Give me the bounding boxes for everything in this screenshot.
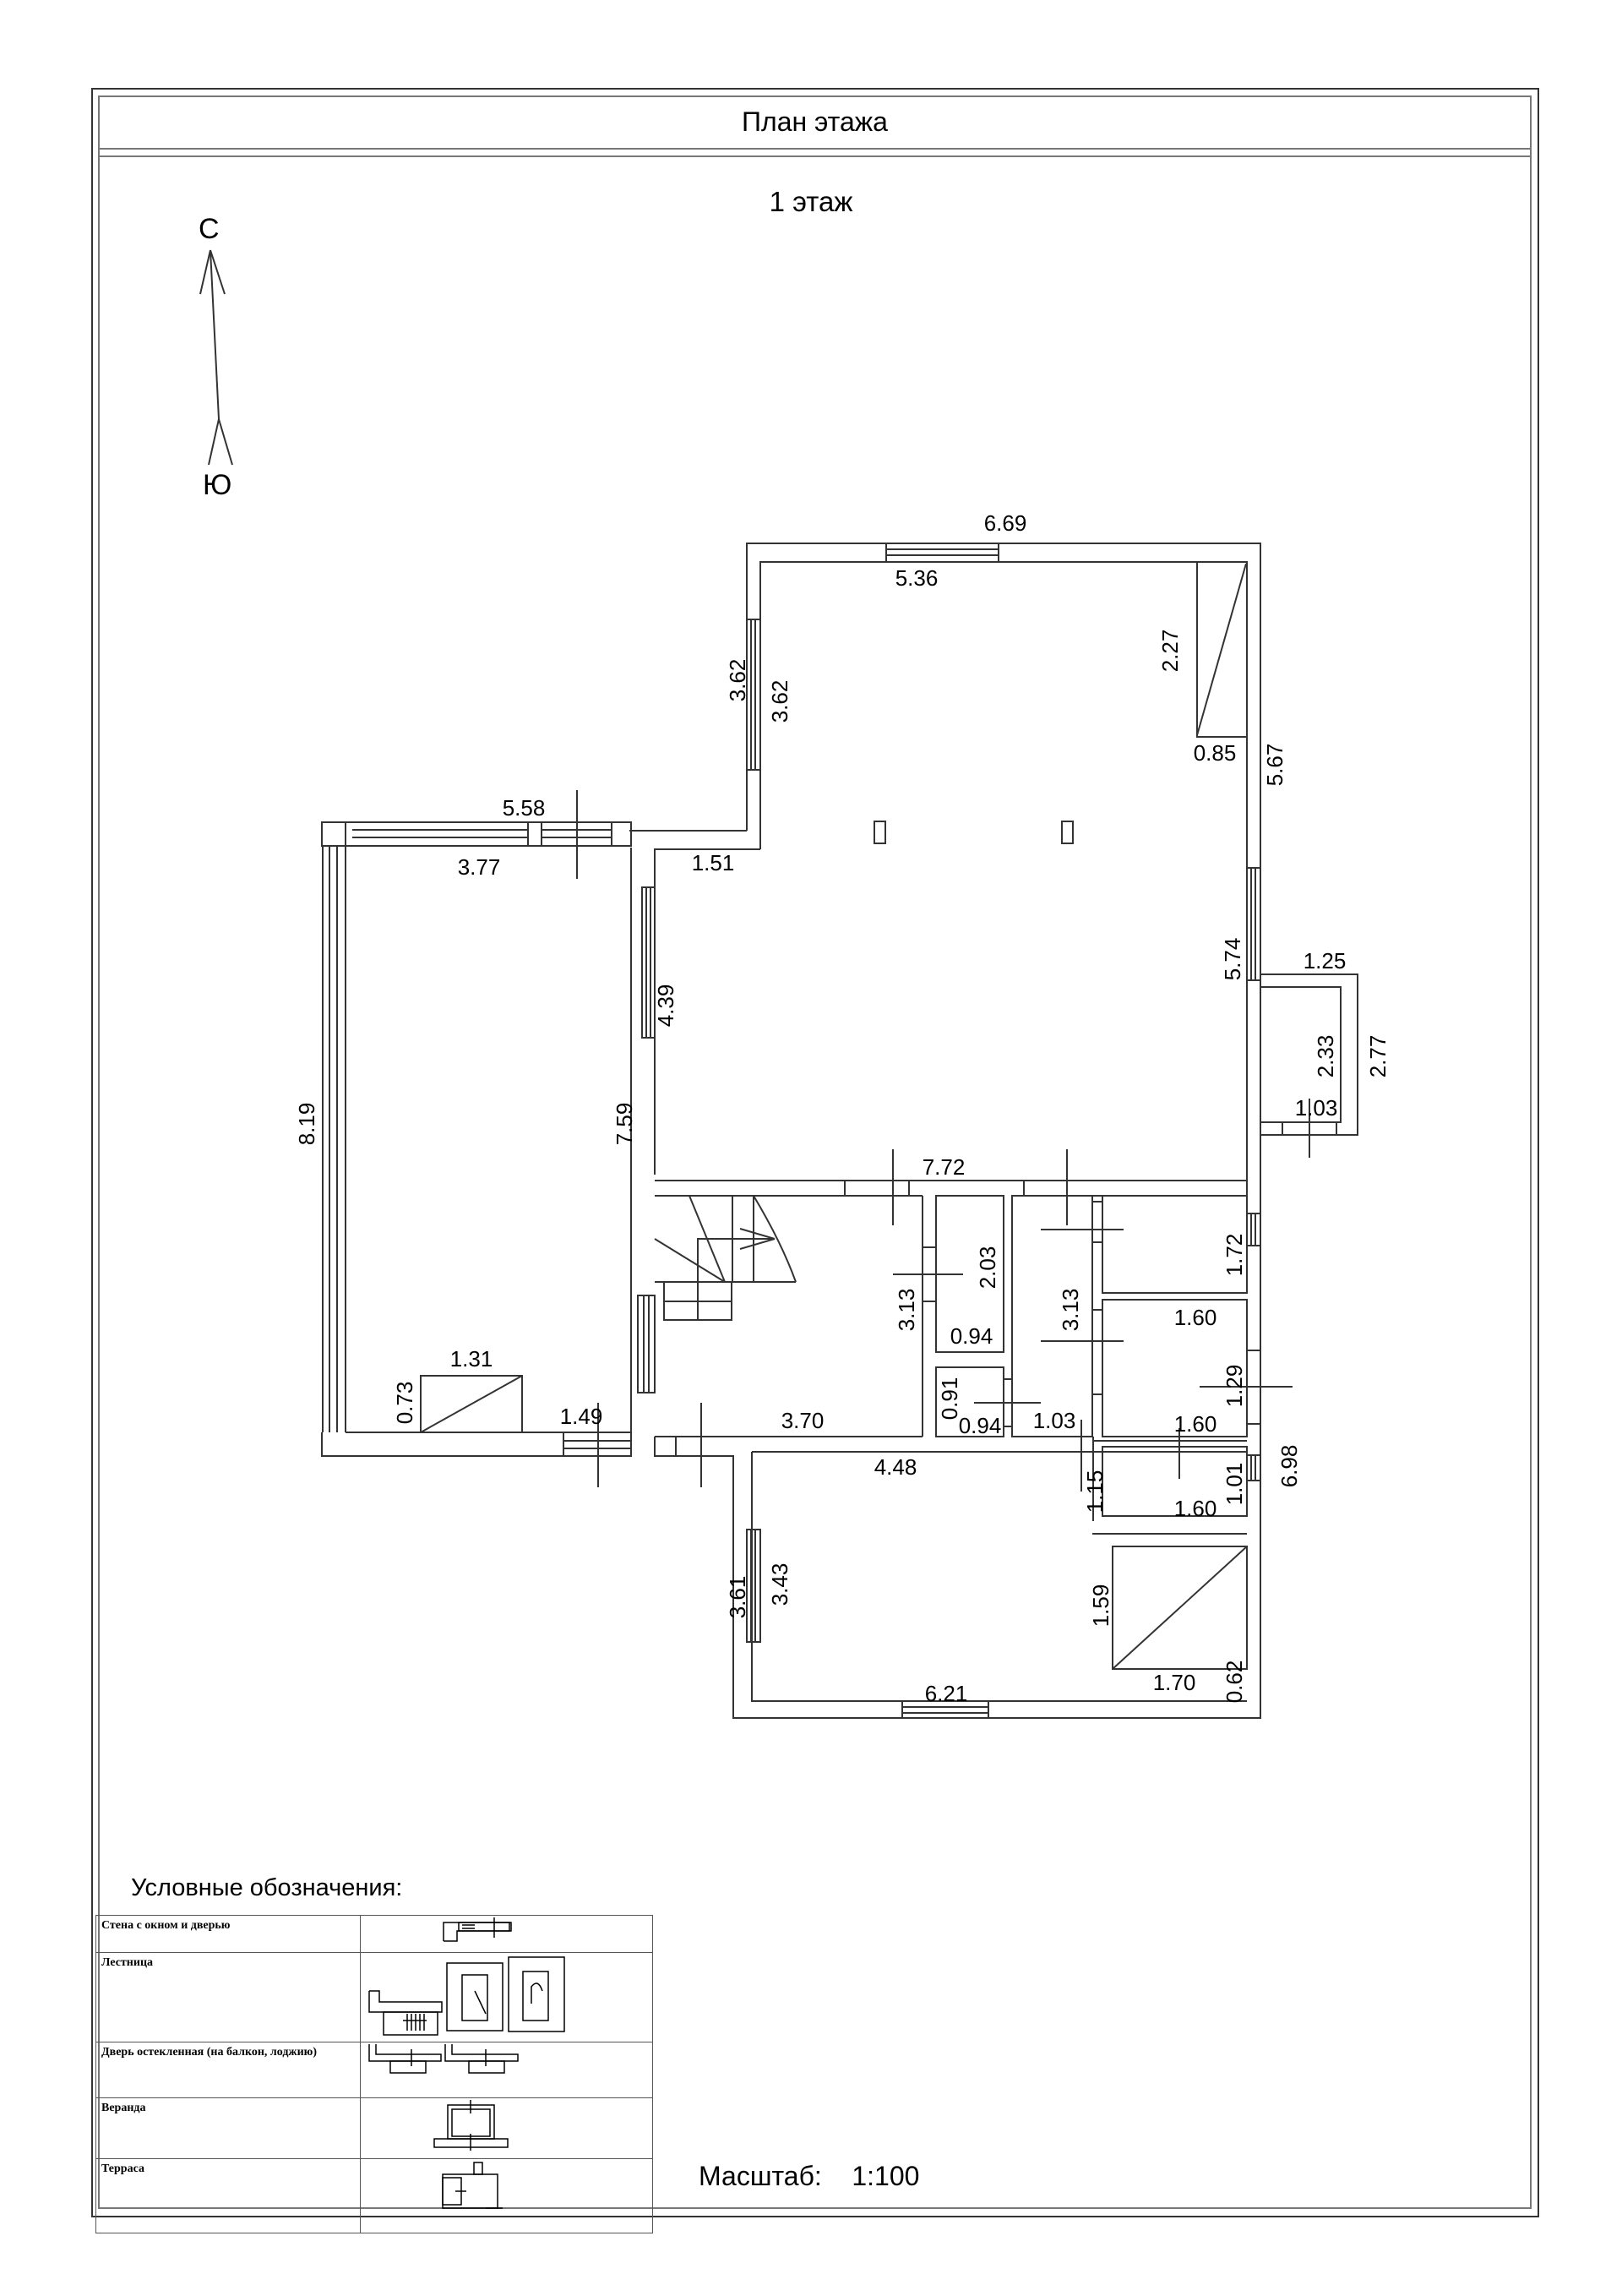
dim-main-hall-west-inner: 3.62 — [767, 680, 792, 723]
dim-south-room-top: 4.48 — [874, 1454, 917, 1480]
sheet-inner-frame — [98, 95, 1532, 2209]
legend-label: Веранда — [95, 2097, 361, 2159]
scale-value: 1:100 — [852, 2161, 920, 2191]
dim-stair2-width: 1.70 — [1153, 1670, 1196, 1695]
dim-east-total: 6.98 — [1276, 1445, 1302, 1488]
dim-stair2-gap: 0.62 — [1222, 1661, 1247, 1704]
legend-label: Терраса — [95, 2158, 361, 2233]
dim-veranda-top-outer: 5.58 — [503, 795, 546, 821]
legend-row: Стена с окном и дверью — [95, 1915, 653, 1953]
inner-partitions — [654, 1149, 1293, 1521]
dim-closet-width: 0.94 — [950, 1323, 993, 1349]
dim-veranda-item-depth: 0.73 — [392, 1382, 417, 1425]
dim-small-closet-height: 0.91 — [937, 1377, 962, 1421]
legend-row: Лестница — [95, 1952, 653, 2042]
dim-porch-width: 1.25 — [1304, 948, 1347, 973]
dim-bath2-width: 1.60 — [1174, 1411, 1217, 1437]
terrace-icon — [360, 2158, 653, 2233]
connector-walls — [629, 830, 760, 1175]
dim-main-hall-top-outer: 6.69 — [984, 510, 1027, 536]
dim-niche-width: 0.85 — [1194, 740, 1237, 766]
dim-porch-door: 1.03 — [1295, 1095, 1338, 1121]
dim-south-room-bottom: 6.21 — [925, 1681, 968, 1706]
dim-veranda-door: 1.49 — [560, 1404, 603, 1429]
dim-corridor-height: 3.13 — [1058, 1289, 1083, 1332]
legend-title: Условные обозначения: — [131, 1874, 403, 1901]
floor-label: 1 этаж — [769, 186, 853, 217]
main-hall-walls — [746, 543, 1261, 1208]
dim-stair-room-width: 3.70 — [781, 1408, 825, 1433]
glazed-door-icon — [360, 2042, 653, 2098]
dim-main-hall-west-outer: 3.62 — [725, 659, 750, 702]
dim-bath1-width: 1.60 — [1174, 1305, 1217, 1330]
dim-partition-length: 7.72 — [923, 1154, 966, 1180]
legend-row: Терраса — [95, 2158, 653, 2233]
dim-niche-height: 2.27 — [1157, 630, 1183, 673]
porch-walls — [1260, 973, 1358, 1158]
wall-window-door-icon — [360, 1915, 653, 1953]
sheet-title-bar: План этажа — [98, 95, 1532, 150]
dim-stair-room-height: 3.13 — [894, 1289, 919, 1332]
compass-south-label: Ю — [203, 469, 232, 501]
dim-stair2-height: 1.59 — [1088, 1584, 1113, 1628]
dim-small-closet-width: 0.94 — [959, 1413, 1002, 1438]
dim-main-hall-top-inner: 5.36 — [895, 565, 939, 591]
dim-porch-outer-height: 2.77 — [1365, 1035, 1391, 1078]
veranda-icon — [360, 2097, 653, 2159]
south-room-walls — [654, 1197, 1261, 1719]
compass-north-label: С — [199, 213, 220, 245]
dim-step-width: 1.51 — [692, 850, 735, 875]
dim-bath1-height: 1.72 — [1222, 1234, 1247, 1277]
legend-row: Веранда — [95, 2097, 653, 2159]
dim-bath3-width: 1.60 — [1174, 1496, 1217, 1521]
dim-main-hall-east-inner: 5.74 — [1220, 938, 1245, 981]
dim-closet-height: 2.03 — [975, 1246, 1000, 1290]
dim-main-hall-east-outer: 5.67 — [1262, 744, 1287, 787]
legend-label: Стена с окном и дверью — [95, 1915, 361, 1953]
title-divider — [98, 155, 1532, 157]
dim-veranda-top-inner: 3.77 — [458, 854, 501, 880]
compass-arrow-icon — [199, 249, 233, 466]
scale-indicator: Масштаб: 1:100 — [699, 2161, 919, 2192]
dim-veranda-east-inner: 7.59 — [612, 1103, 637, 1146]
dim-bath2-height: 1.29 — [1222, 1365, 1247, 1408]
dim-bath3-height: 1.01 — [1222, 1463, 1247, 1506]
legend-label: Дверь остекленная (на балкон, лоджию) — [95, 2042, 361, 2098]
stairs-icon — [360, 1952, 653, 2042]
dim-veranda-item-width: 1.31 — [450, 1346, 493, 1372]
scale-label: Масштаб: — [699, 2161, 822, 2191]
legend-label: Лестница — [95, 1952, 361, 2042]
dim-south-room-west-outer: 3.61 — [725, 1576, 750, 1619]
dim-passage-length: 1.15 — [1082, 1470, 1108, 1513]
dim-south-room-west-inner: 3.43 — [767, 1563, 792, 1606]
sheet-title: План этажа — [742, 106, 888, 137]
dim-porch-inner-height: 2.33 — [1313, 1035, 1338, 1078]
sheet-outer-frame — [91, 88, 1539, 2217]
dimension-labels: 6.69 5.36 3.62 3.62 2.27 0.85 5.67 5.74 … — [294, 510, 1391, 1706]
legend-row: Дверь остекленная (на балкон, лоджию) — [95, 2042, 653, 2098]
dim-corridor-width: 1.03 — [1033, 1408, 1076, 1433]
dim-hall-window-wall: 4.39 — [653, 984, 678, 1028]
veranda-walls — [321, 790, 656, 1487]
dim-veranda-west: 8.19 — [294, 1103, 319, 1146]
legend-table: Стена с окном и дверью Лестница — [95, 1915, 653, 2233]
